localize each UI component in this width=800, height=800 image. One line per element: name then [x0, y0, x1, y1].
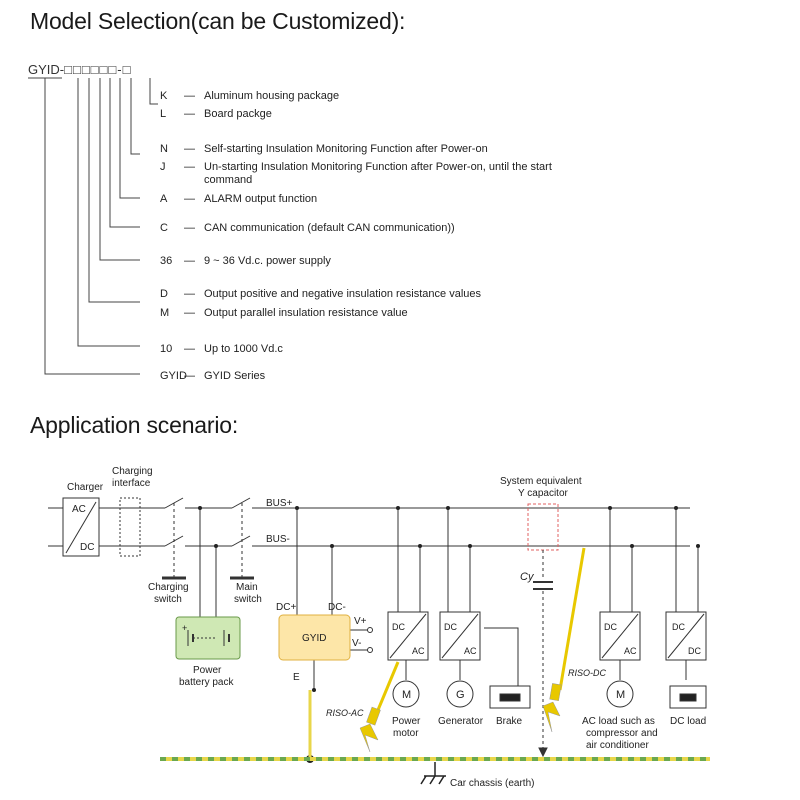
option-description: Aluminum housing package: [204, 90, 339, 102]
option-description: command: [204, 174, 252, 186]
dcload-conv-dc-bottom: DC: [688, 646, 701, 656]
power-battery-pack: +: [175, 616, 241, 660]
option-code: 10: [160, 343, 172, 355]
gyid-v-minus-label: V-: [352, 638, 361, 649]
y-capacitor-box: [527, 503, 559, 551]
gyid-v-plus-label: V+: [354, 616, 367, 627]
gyid-dc-minus-label: DC-: [328, 602, 346, 613]
option-dash: —: [184, 288, 195, 300]
option-code: N: [160, 143, 168, 155]
option-code: J: [160, 161, 166, 173]
motor-conv-ac: AC: [412, 646, 425, 656]
charging-interface-label-2: interface: [112, 478, 151, 489]
option-dash: —: [184, 222, 195, 234]
option-code: GYID: [160, 370, 187, 382]
converter-boxes: [387, 611, 707, 661]
charging-switch-label-1: Charging: [148, 582, 189, 593]
option-description: Self-starting Insulation Monitoring Func…: [204, 143, 488, 155]
option-description: GYID Series: [204, 370, 266, 382]
v-terminals: [367, 627, 373, 653]
option-description: Board packge: [204, 108, 272, 120]
cy-capacitor: [533, 550, 553, 758]
y-capacitor-label-1: System equivalent: [500, 476, 582, 487]
option-code: 36: [160, 255, 172, 267]
acload-conv-dc: DC: [604, 622, 617, 632]
charging-interface-label-1: Charging: [112, 466, 153, 477]
option-code: A: [160, 193, 168, 205]
riso-ac-label: RISO-AC: [326, 708, 364, 718]
model-code: GYID-□□□□□□-□: [28, 62, 131, 77]
power-battery-label-2: battery pack: [179, 677, 234, 688]
option-code: D: [160, 288, 168, 300]
svg-text:+: +: [182, 623, 187, 633]
application-heading: Application scenario:: [30, 412, 239, 438]
motor-conv-dc: DC: [392, 622, 405, 632]
option-description: Output parallel insulation resistance va…: [204, 307, 408, 319]
bus-lines: [48, 497, 699, 690]
main-switch-label-2: switch: [234, 594, 262, 605]
charger-label: Charger: [67, 482, 104, 493]
charger-dc-label: DC: [80, 542, 94, 553]
power-motor-label-2: motor: [393, 728, 419, 739]
devices: [392, 680, 707, 709]
model-code-boxes: □□□□□□-□: [64, 62, 132, 77]
power-battery-label-1: Power: [193, 665, 222, 676]
option-code: C: [160, 222, 168, 234]
acload-conv-ac: AC: [624, 646, 637, 656]
generator-symbol: G: [456, 689, 465, 701]
gen-conv-ac: AC: [464, 646, 477, 656]
ac-load-label-1: AC load such as: [582, 716, 655, 727]
gen-conv-dc: DC: [444, 622, 457, 632]
option-dash: —: [184, 255, 195, 267]
brake-label: Brake: [496, 716, 523, 727]
riso-dc-label: RISO-DC: [568, 668, 607, 678]
diagram-labels: Charger Charging interface AC DC BUS+ BU…: [67, 466, 706, 789]
motor-symbol: M: [402, 689, 411, 701]
charging-switch-label-2: switch: [154, 594, 182, 605]
option-code: L: [160, 108, 166, 120]
model-selection-heading: Model Selection(can be Customized):: [30, 8, 406, 34]
option-description: ALARM output function: [204, 193, 317, 205]
dc-load-label: DC load: [670, 716, 706, 727]
ac-load-motor-symbol: M: [616, 689, 625, 701]
ac-load-label-3: air conditioner: [586, 740, 649, 751]
model-tree-lines: [28, 77, 158, 375]
option-description: CAN communication (default CAN communica…: [204, 222, 455, 234]
generator-label: Generator: [438, 716, 484, 727]
cy-label: Cy: [520, 571, 535, 583]
option-description: Output positive and negative insulation …: [204, 288, 482, 300]
option-description: Up to 1000 Vd.c: [204, 343, 283, 355]
bus-minus-label: BUS-: [266, 534, 290, 545]
car-chassis-label: Car chassis (earth): [450, 778, 534, 789]
gyid-device: [278, 614, 351, 661]
ac-load-label-2: compressor and: [586, 728, 658, 739]
dcload-conv-dc-top: DC: [672, 622, 685, 632]
option-code: K: [160, 90, 168, 102]
option-dash: —: [184, 90, 195, 102]
option-description: 9 ~ 36 Vd.c. power supply: [204, 255, 331, 267]
main-switch-label-1: Main: [236, 582, 258, 593]
power-motor-label-1: Power: [392, 716, 421, 727]
option-code: M: [160, 307, 169, 319]
gyid-dc-plus-label: DC+: [276, 602, 296, 613]
gyid-label: GYID: [302, 633, 326, 644]
option-dash: —: [184, 370, 195, 382]
gyid-e-label: E: [293, 672, 300, 683]
option-dash: —: [184, 161, 195, 173]
option-description: Un-starting Insulation Monitoring Functi…: [204, 161, 552, 173]
riso-resistors: [359, 683, 562, 753]
option-dash: —: [184, 193, 195, 205]
option-dash: —: [184, 108, 195, 120]
y-capacitor-label-2: Y capacitor: [518, 488, 569, 499]
earth-symbol: [420, 762, 446, 785]
option-dash: —: [184, 143, 195, 155]
model-code-prefix: GYID-: [28, 62, 65, 77]
option-dash: —: [184, 307, 195, 319]
charger-ac-label: AC: [72, 504, 86, 515]
bus-plus-label: BUS+: [266, 498, 293, 509]
option-dash: —: [184, 343, 195, 355]
riso-fault-lines: [376, 547, 586, 711]
